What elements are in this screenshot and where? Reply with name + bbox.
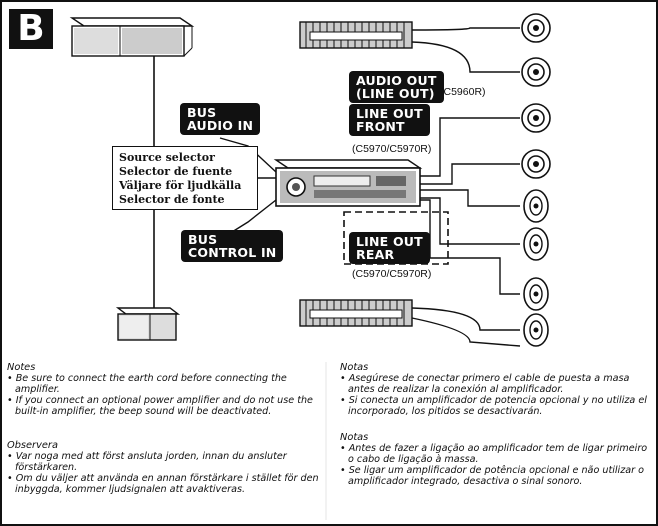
- notes-sv-heading: Observera: [7, 440, 58, 451]
- amplifier-bottom-icon: [299, 299, 413, 327]
- notes-pt-item: • Antes de fazer a ligação ao amplificad…: [340, 443, 648, 465]
- label-line-out-front: LINE OUT FRONT: [349, 104, 430, 136]
- speaker-tweeter-1-icon: [521, 13, 551, 43]
- speaker-woofer-2-icon: [523, 227, 549, 261]
- speaker-woofer-1-icon: [523, 189, 549, 223]
- notes-sv-item: • Om du väljer att använda en annan förs…: [7, 473, 319, 495]
- notes-en-heading: Notes: [7, 362, 36, 373]
- selector-label-en: Source selector: [119, 151, 215, 164]
- processor-unit-top-icon: [69, 17, 195, 57]
- label-bus-control-in: BUS CONTROL IN: [181, 230, 284, 262]
- notes-en-item: • If you connect an optional power ampli…: [7, 395, 313, 417]
- selector-label-es: Selector de fuente: [119, 165, 233, 178]
- model-audio-out: (C5960R): [440, 86, 486, 98]
- notes-es-item: • Asegúrese de conectar primero el cable…: [340, 373, 630, 395]
- notes-es-heading: Notas: [340, 362, 369, 373]
- notes-pt-item: • Se ligar um amplificador de potência o…: [340, 465, 644, 487]
- model-front: (C5970/C5970R): [352, 143, 432, 155]
- label-line-out-rear: LINE OUT REAR: [349, 232, 430, 264]
- speaker-woofer-4-icon: [523, 313, 549, 347]
- speaker-tweeter-2-icon: [521, 57, 551, 87]
- notes-es-item: • Si conecta un amplificador de potencia…: [340, 395, 647, 417]
- notes-english: Notes • Be sure to connect the earth cor…: [7, 362, 319, 417]
- notes-pt-heading: Notas: [340, 432, 369, 443]
- notes-en-item: • Be sure to connect the earth cord befo…: [7, 373, 287, 395]
- label-bus-audio-in: BUS AUDIO IN: [180, 103, 261, 135]
- source-selector-box: Source selector Selector de fuente Välja…: [112, 146, 258, 210]
- selector-label-pt: Selector de fonte: [119, 193, 225, 206]
- label-audio-out: AUDIO OUT (LINE OUT): [349, 71, 444, 103]
- notes-swedish: Observera • Var noga med att först anslu…: [7, 440, 319, 495]
- processor-unit-bottom-icon: [115, 307, 181, 341]
- speaker-tweeter-4-icon: [521, 149, 551, 179]
- speaker-tweeter-3-icon: [521, 103, 551, 133]
- notes-portuguese: Notas • Antes de fazer a ligação ao ampl…: [340, 432, 652, 487]
- selector-label-sv: Väljare för ljudkälla: [119, 179, 242, 192]
- model-rear: (C5970/C5970R): [352, 268, 432, 280]
- rear-output-dashed-frame: [343, 211, 449, 265]
- amplifier-top-icon: [299, 21, 413, 49]
- notes-spanish: Notas • Asegúrese de conectar primero el…: [340, 362, 652, 417]
- speaker-woofer-3-icon: [523, 277, 549, 311]
- notes-sv-item: • Var noga med att först ansluta jorden,…: [7, 451, 287, 473]
- section-badge: B: [9, 9, 53, 49]
- head-unit-icon: [273, 159, 423, 207]
